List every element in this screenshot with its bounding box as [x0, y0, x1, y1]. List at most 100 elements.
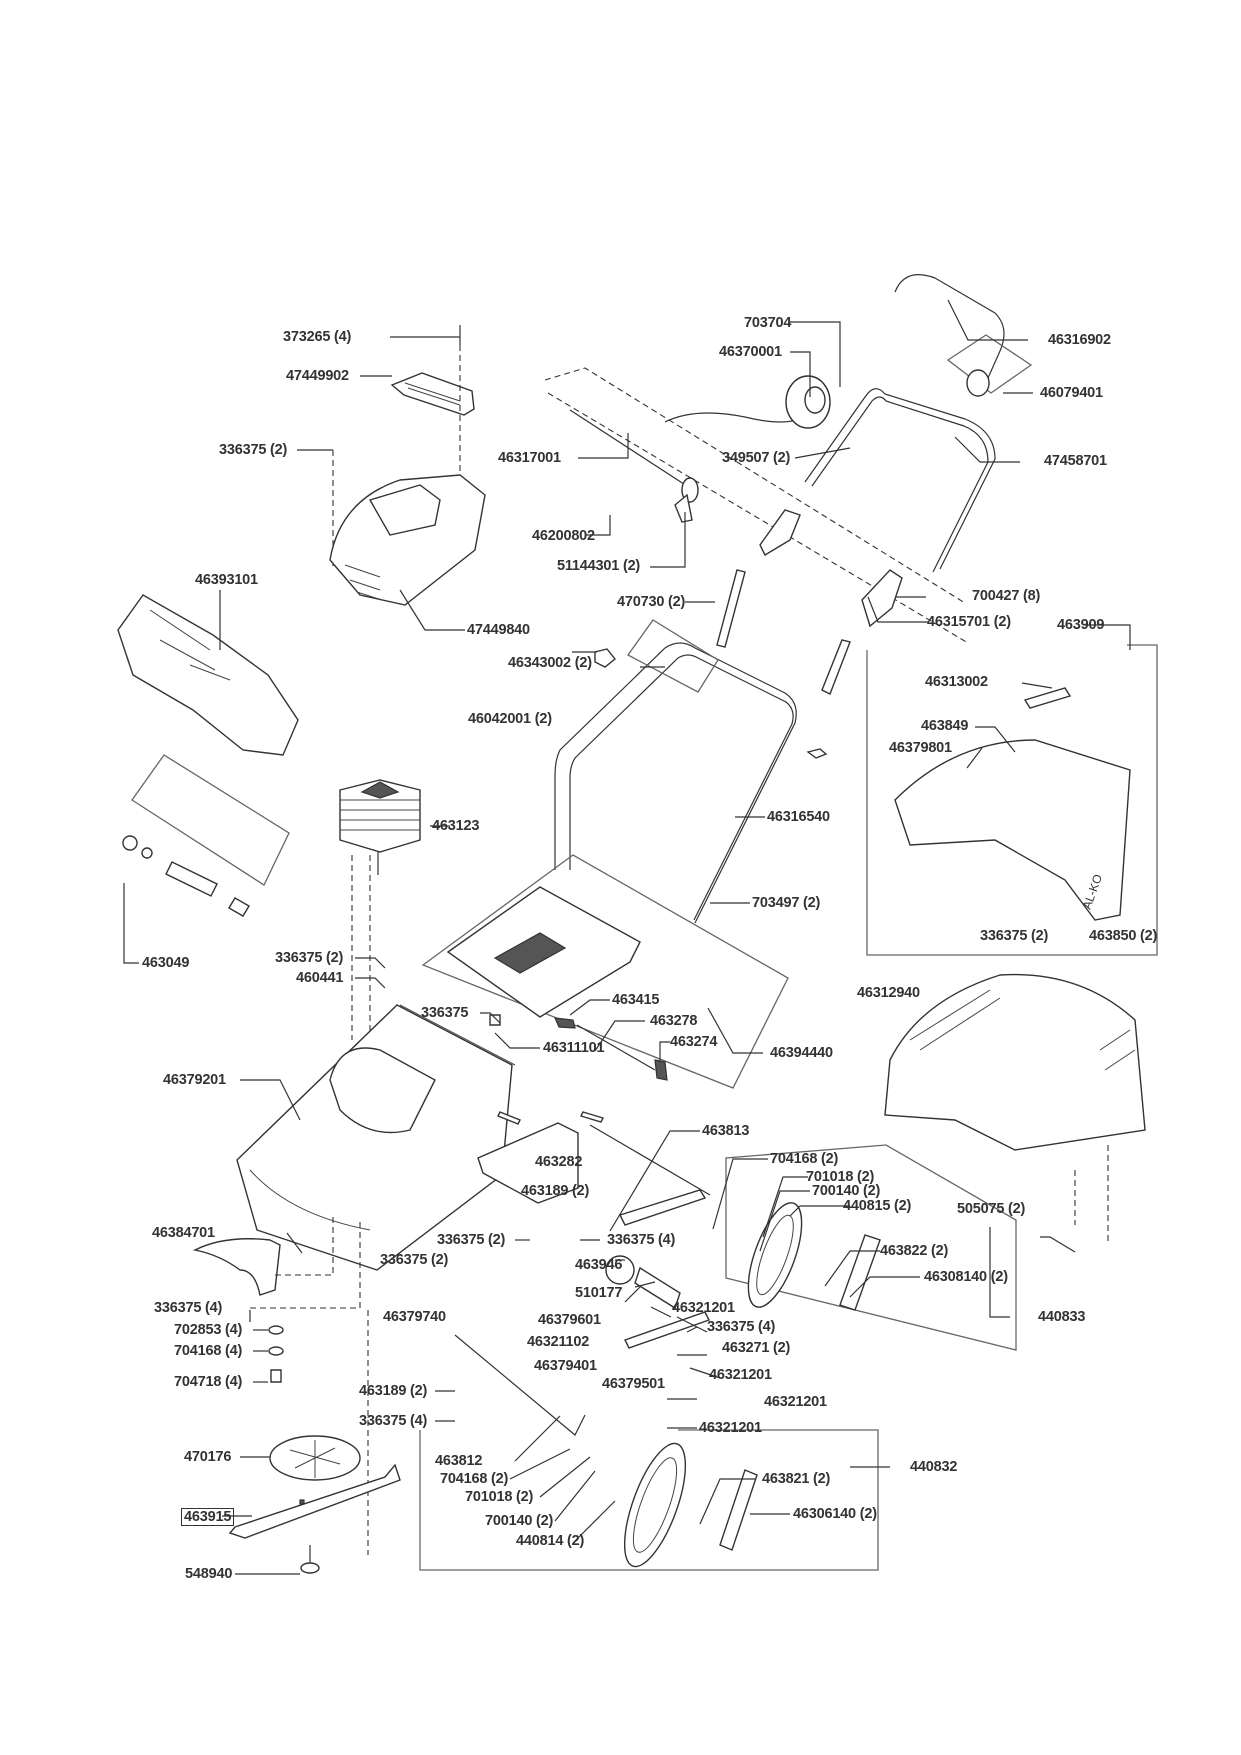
power-cable-part — [664, 412, 806, 423]
part-label: 336375 (4) — [707, 1319, 776, 1335]
switch-bar-part — [894, 274, 1005, 397]
part-label: 700140 (2) — [812, 1183, 881, 1199]
part-label: 704168 (2) — [770, 1151, 839, 1167]
knob-46321102 — [605, 1255, 635, 1285]
switch-box-part — [785, 375, 831, 429]
blade-part — [228, 1463, 401, 1539]
part-label: 463189 (2) — [359, 1383, 428, 1399]
part-label: 463278 — [650, 1013, 698, 1029]
part-label: 46042001 (2) — [468, 711, 552, 727]
front-wheel-part — [747, 1202, 803, 1308]
control-cover-kit-box — [421, 854, 789, 1089]
grass-box-frame-kit-box — [866, 644, 1158, 956]
part-label: 336375 (4) — [359, 1413, 428, 1429]
part-label: 46315701 (2) — [927, 614, 1011, 630]
motor-part — [339, 779, 421, 875]
part-label: 336375 — [421, 1005, 469, 1021]
part-label: 470176 — [184, 1449, 232, 1465]
spring-463274 — [654, 1059, 668, 1081]
part-label: 336375 (2) — [275, 950, 344, 966]
rod-463278 — [576, 1024, 656, 1071]
part-label: 46370001 — [719, 344, 782, 360]
part-label: 336375 (2) — [219, 442, 288, 458]
part-label: 51144301 (2) — [557, 558, 641, 574]
part-label: 703704 — [744, 315, 792, 331]
blade-bolt-part — [300, 1545, 320, 1574]
rear-wheel-part — [623, 1442, 687, 1568]
rear-wheel-kit-box — [419, 1429, 879, 1571]
part-label: 349507 (2) — [722, 450, 791, 466]
leader-lines — [123, 299, 1131, 1575]
part-label: 440833 — [1038, 1309, 1086, 1325]
clip-46311101 — [489, 1014, 501, 1026]
part-label: 463909 — [1057, 617, 1105, 633]
part-label: 46379201 — [163, 1072, 226, 1088]
grass-catcher-part — [884, 973, 1146, 1151]
part-label: 46321201 — [699, 1420, 762, 1436]
part-label: 47449902 — [286, 368, 349, 384]
pivot-bolt-part — [806, 748, 828, 759]
part-label: 46311101 — [543, 1040, 605, 1056]
hub-cap-46308140 — [839, 1234, 881, 1311]
part-label: 46379501 — [602, 1376, 665, 1392]
fan-part — [269, 1435, 361, 1481]
part-label: 704718 (4) — [174, 1374, 243, 1390]
part-label: 702853 (4) — [174, 1322, 243, 1338]
part-label: 700140 (2) — [485, 1513, 554, 1529]
part-label: 46313002 — [925, 674, 988, 690]
cable-46317001 — [569, 409, 691, 489]
part-label: 336375 (4) — [607, 1232, 676, 1248]
upper-handle-part — [804, 388, 996, 570]
control-cover-part — [446, 886, 641, 1018]
grass-box-frame-part: AL-KO — [894, 739, 1131, 921]
part-label: 46321201 — [764, 1394, 827, 1410]
lever-46379601 — [619, 1189, 707, 1226]
part-label: 46384701 — [152, 1225, 215, 1241]
plate-463189 — [497, 1111, 521, 1125]
part-label: 463049 — [142, 955, 190, 971]
part-label: 463850 (2) — [1089, 928, 1158, 944]
cable-clip-part — [674, 477, 699, 523]
part-label: 440814 (2) — [516, 1533, 585, 1549]
capacitor-part — [122, 835, 250, 917]
part-label-highlighted: 463915 — [181, 1508, 235, 1526]
hub-cap-46306140 — [719, 1469, 758, 1551]
part-label: 46079401 — [1040, 385, 1103, 401]
part-label: 463849 — [921, 718, 969, 734]
part-label: 703497 (2) — [752, 895, 821, 911]
handle-grip-46313002 — [1023, 687, 1072, 709]
part-label: 440815 (2) — [843, 1198, 912, 1214]
part-label: 336375 (2) — [380, 1252, 449, 1268]
part-label: 463123 — [432, 818, 480, 834]
part-label: 463282 — [535, 1154, 583, 1170]
part-label: 46379740 — [383, 1309, 446, 1325]
lever-46379401 — [634, 1266, 681, 1310]
washers-part — [249, 1310, 284, 1383]
part-label: 440832 — [910, 1459, 958, 1475]
part-label: 704168 (2) — [440, 1471, 509, 1487]
part-label: 336375 (2) — [437, 1232, 506, 1248]
part-label: 46316902 — [1048, 332, 1111, 348]
part-label: 463189 (2) — [521, 1183, 590, 1199]
part-label: 505075 (2) — [957, 1201, 1026, 1217]
bolt-set-box — [627, 619, 719, 693]
part-label: 46321201 — [709, 1367, 772, 1383]
part-label: 463812 — [435, 1453, 483, 1469]
height-adjust-housing-46379740 — [477, 1122, 579, 1204]
part-label: 463813 — [702, 1123, 750, 1139]
part-label: 46393101 — [195, 572, 258, 588]
part-label: 463821 (2) — [762, 1471, 831, 1487]
part-label: 46316540 — [767, 809, 830, 825]
front-wheel-kit-box — [725, 1144, 1017, 1351]
part-label: 46306140 (2) — [793, 1506, 877, 1522]
part-label: 46321201 — [672, 1300, 735, 1316]
part-label: 46394440 — [770, 1045, 833, 1061]
part-label: 46379601 — [538, 1312, 601, 1328]
part-label: 46308140 (2) — [924, 1269, 1008, 1285]
part-label: 460441 — [296, 970, 344, 986]
part-label: 463946 — [575, 1257, 623, 1273]
part-label: 46200802 — [532, 528, 595, 544]
part-label: 463415 — [612, 992, 660, 1008]
part-label: 463822 (2) — [880, 1243, 949, 1259]
